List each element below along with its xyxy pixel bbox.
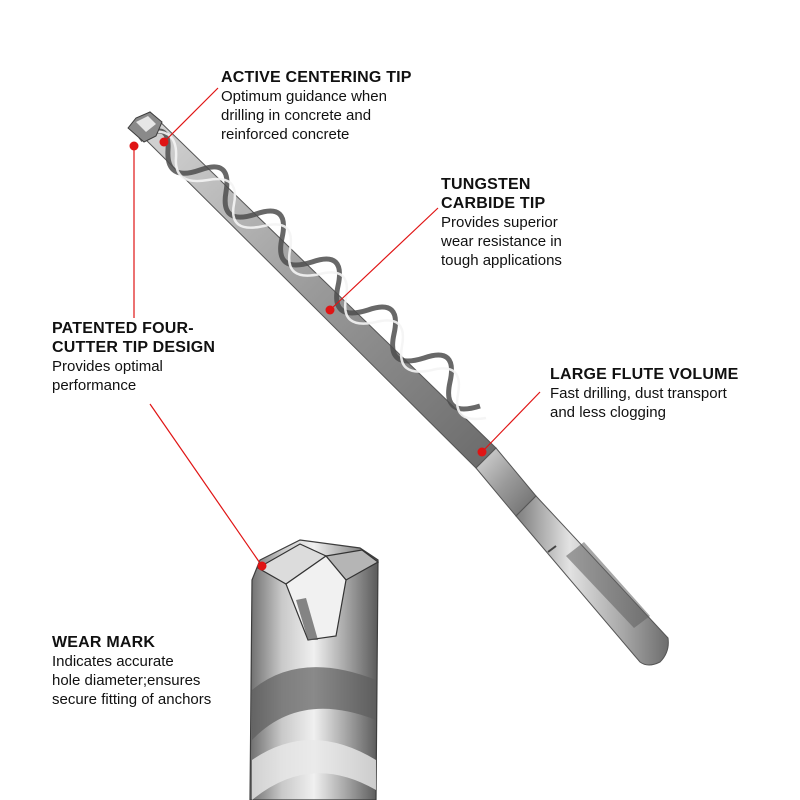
leader-centering [163,87,219,143]
callout-wear-mark-desc: Indicates accurate hole diameter;ensures… [52,653,212,708]
callout-wear-mark: WEAR MARK Indicates accurate hole diamet… [52,633,211,709]
leader-wear [149,403,263,567]
closeup-spiral [252,667,376,740]
closeup-spiral-highlight [252,740,376,800]
drill-flutes [138,128,481,412]
dot-wear [257,561,267,571]
drill-tip-highlight [136,116,156,132]
callout-wear-mark-title: WEAR MARK [52,634,156,651]
dot-tungsten [325,305,335,315]
leader-lines [133,87,541,567]
drill-tip-closeup [249,539,380,800]
callout-four-cutter: PATENTED FOUR- CUTTER TIP DESIGN Provide… [52,319,215,395]
callout-four-cutter-title: PATENTED FOUR- CUTTER TIP DESIGN [52,320,216,356]
closeup-cutter-center [285,555,347,641]
dot-centering [159,137,169,147]
shank-mark [547,545,557,553]
callout-flute-volume-desc: Fast drilling, dust transport and less c… [550,385,727,421]
dot-four-cutter [129,141,139,151]
callout-tungsten-carbide-title: TUNGSTEN CARBIDE TIP [441,176,546,212]
callout-centering-tip: ACTIVE CENTERING TIP Optimum guidance wh… [221,68,412,144]
closeup-groove [296,598,318,640]
leader-flute [481,391,541,453]
callout-tungsten-carbide-desc: Provides superior wear resistance in tou… [441,214,562,269]
dot-flute [477,447,487,457]
shank-groove [566,542,650,628]
callout-centering-tip-desc: Optimum guidance when drilling in concre… [221,88,387,143]
drill-bit-main [127,111,669,666]
callout-dots [129,137,487,571]
callout-four-cutter-desc: Provides optimal performance [52,358,163,394]
drill-body [133,111,497,469]
callout-tungsten-carbide: TUNGSTEN CARBIDE TIP Provides superior w… [441,175,562,270]
drill-flute-highlights [149,130,487,421]
leader-tungsten [329,207,439,311]
callout-flute-volume: LARGE FLUTE VOLUME Fast drilling, dust t… [550,365,738,422]
callout-flute-volume-title: LARGE FLUTE VOLUME [550,366,739,383]
callout-centering-tip-title: ACTIVE CENTERING TIP [221,69,412,86]
